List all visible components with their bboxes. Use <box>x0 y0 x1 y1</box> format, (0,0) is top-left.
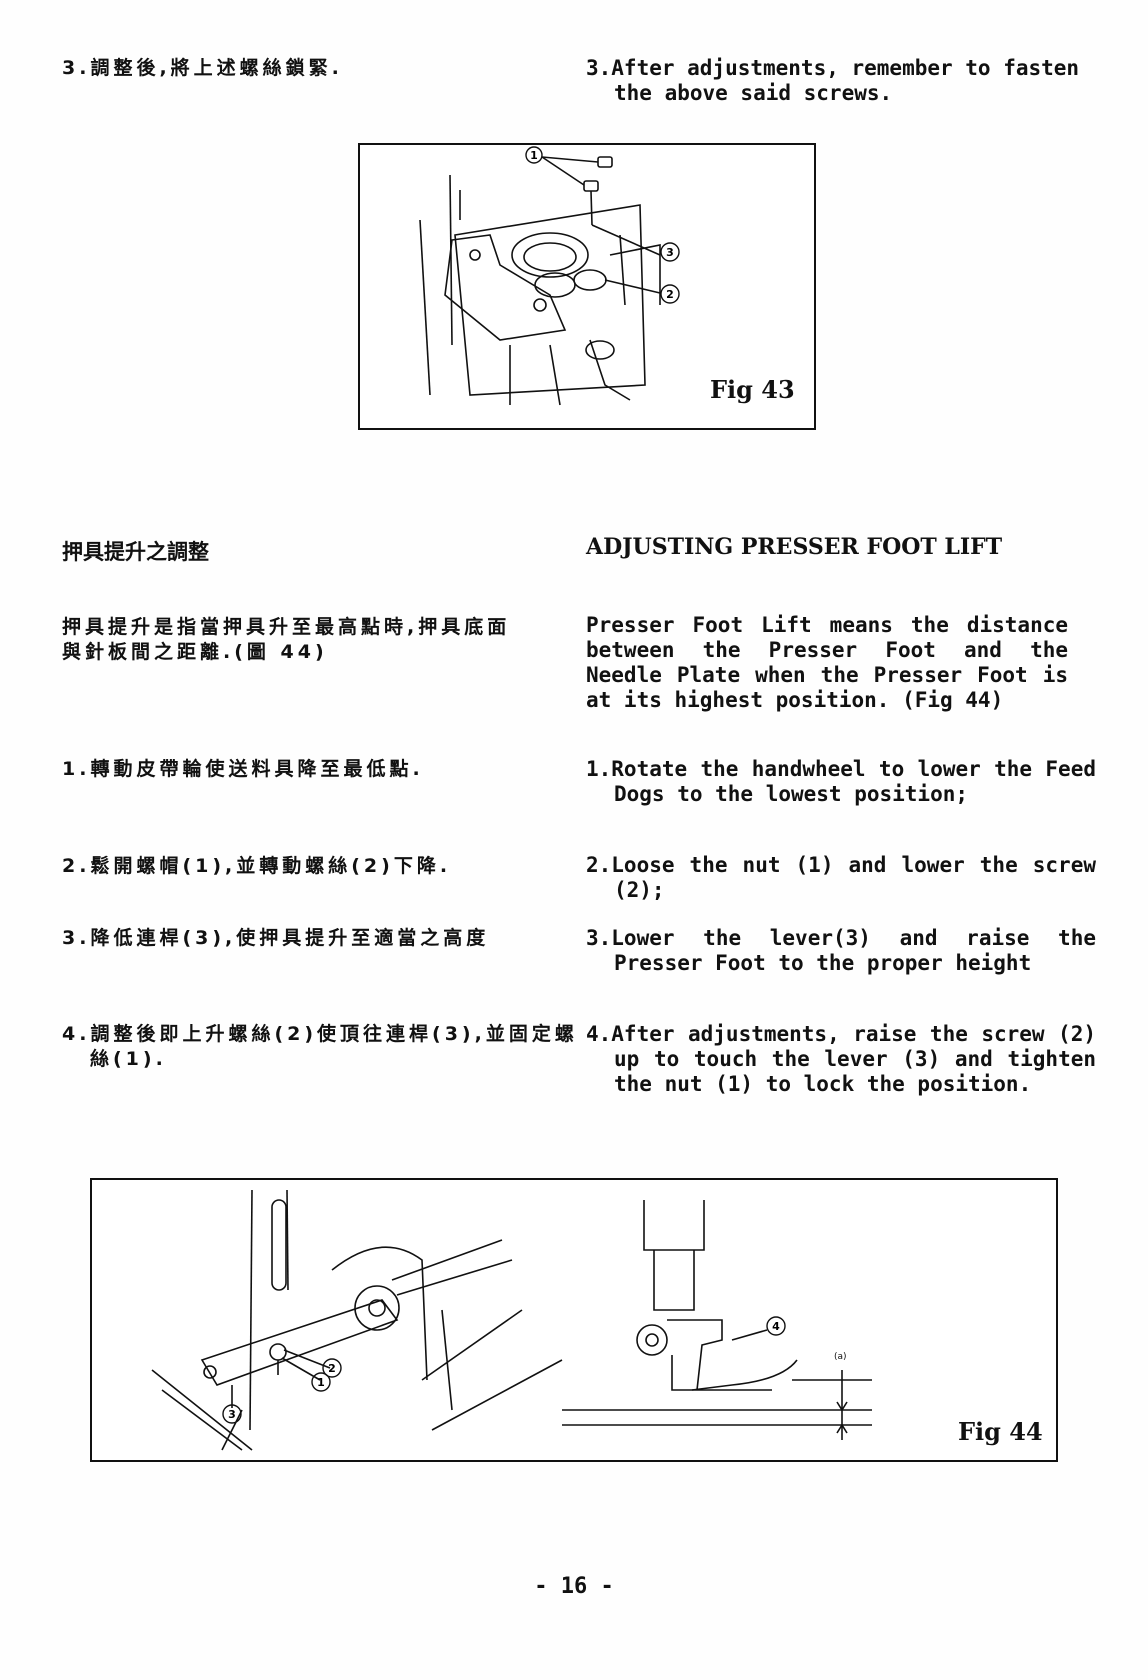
svg-text:3: 3 <box>666 246 674 259</box>
fig44-drawing: 1 2 3 4 <box>151 1189 872 1451</box>
svg-text:3: 3 <box>228 1408 236 1421</box>
figure-44: 1 2 3 4 (a) Fig 44 <box>90 1178 1058 1462</box>
section-heading-zh: 押具提升之調整 <box>62 540 209 564</box>
zh-step-4: 4.調整後即上升螺絲(2)使頂往連桿(3),並固定螺絲(1). <box>62 1023 578 1070</box>
en-step-2: 2.Loose the nut (1) and lower the screw … <box>586 853 1096 902</box>
en-step-3: 3.Lower the lever(3) and raise the Press… <box>586 926 1096 975</box>
zh-step3-top: 3.調整後,將上述螺絲鎖緊. <box>62 57 343 79</box>
svg-text:1: 1 <box>530 149 538 162</box>
svg-text:2: 2 <box>666 288 674 301</box>
fig43-label: Fig 43 <box>710 375 795 404</box>
fig44-label: Fig 44 <box>958 1417 1043 1446</box>
en-step-4: 4.After adjustments, raise the screw (2)… <box>586 1022 1096 1096</box>
section-heading-en: ADJUSTING PRESSER FOOT LIFT <box>586 534 1003 560</box>
svg-text:1: 1 <box>317 1376 325 1389</box>
dimension-a: (a) <box>834 1352 847 1362</box>
zh-step-2: 2.鬆開螺帽(1),並轉動螺絲(2)下降. <box>62 855 452 877</box>
zh-step-1: 1.轉動皮帶輪使送料具降至最低點. <box>62 758 424 780</box>
en-step3-top: 3.After adjustments, remember to fasten … <box>586 56 1080 105</box>
figure-43: 1 2 3 Fig 43 <box>358 143 816 430</box>
page-number: - 16 - <box>534 1574 614 1599</box>
en-step-1: 1.Rotate the handwheel to lower the Feed… <box>586 757 1096 806</box>
intro-en: Presser Foot Lift means the distance bet… <box>586 613 1068 712</box>
svg-text:4: 4 <box>772 1320 780 1333</box>
intro-zh: 押具提升是指當押具升至最高點時,押具底面與針板間之距離.(圖 44) <box>62 616 511 663</box>
fig43-drawing: 1 2 3 <box>419 146 680 406</box>
zh-step-3: 3.降低連桿(3),使押具提升至適當之高度 <box>62 927 490 949</box>
svg-text:2: 2 <box>328 1362 336 1375</box>
